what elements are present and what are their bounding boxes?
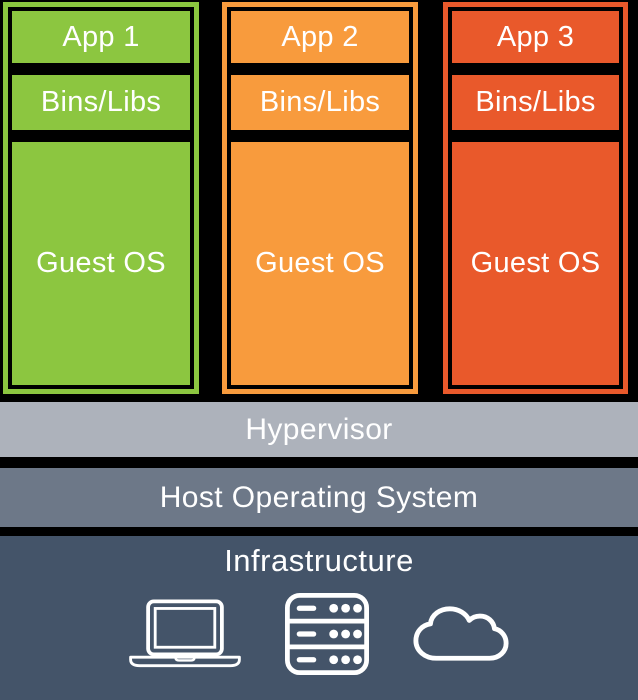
infrastructure-layer: Infrastructure (0, 536, 638, 700)
bins-libs-label-1: Bins/Libs (40, 86, 162, 118)
guest-os-label-2: Guest OS (255, 247, 385, 279)
hypervisor-label: Hypervisor (245, 412, 393, 446)
cloud-icon (412, 605, 510, 663)
bins-libs-box-2: Bins/Libs (231, 75, 409, 130)
bins-libs-label-3: Bins/Libs (475, 86, 596, 118)
laptop-icon (128, 599, 242, 669)
vm-column-3: App 3 Bins/Libs Guest OS (443, 2, 628, 394)
guest-os-box-1: Guest OS (12, 142, 190, 385)
app-label-1: App 1 (62, 20, 140, 53)
bins-libs-box-1: Bins/Libs (12, 75, 190, 130)
app-label-2: App 2 (281, 20, 359, 53)
host-os-layer: Host Operating System (0, 468, 638, 527)
infrastructure-icons (128, 592, 510, 676)
hypervisor-layer: Hypervisor (0, 402, 638, 457)
guest-os-label-3: Guest OS (470, 247, 601, 279)
app-box-1: App 1 (12, 11, 190, 63)
guest-os-box-3: Guest OS (452, 142, 619, 385)
guest-os-box-2: Guest OS (231, 142, 409, 385)
app-label-3: App 3 (496, 20, 575, 53)
infrastructure-label: Infrastructure (224, 543, 414, 578)
vm-column-2: App 2 Bins/Libs Guest OS (222, 2, 418, 394)
host-os-label: Host Operating System (159, 480, 479, 514)
vm-column-1: App 1 Bins/Libs Guest OS (3, 2, 199, 394)
app-box-3: App 3 (452, 11, 619, 63)
server-icon (284, 592, 370, 676)
bins-libs-label-2: Bins/Libs (259, 86, 381, 118)
app-box-2: App 2 (231, 11, 409, 63)
guest-os-label-1: Guest OS (36, 247, 166, 279)
bins-libs-box-3: Bins/Libs (452, 75, 619, 130)
